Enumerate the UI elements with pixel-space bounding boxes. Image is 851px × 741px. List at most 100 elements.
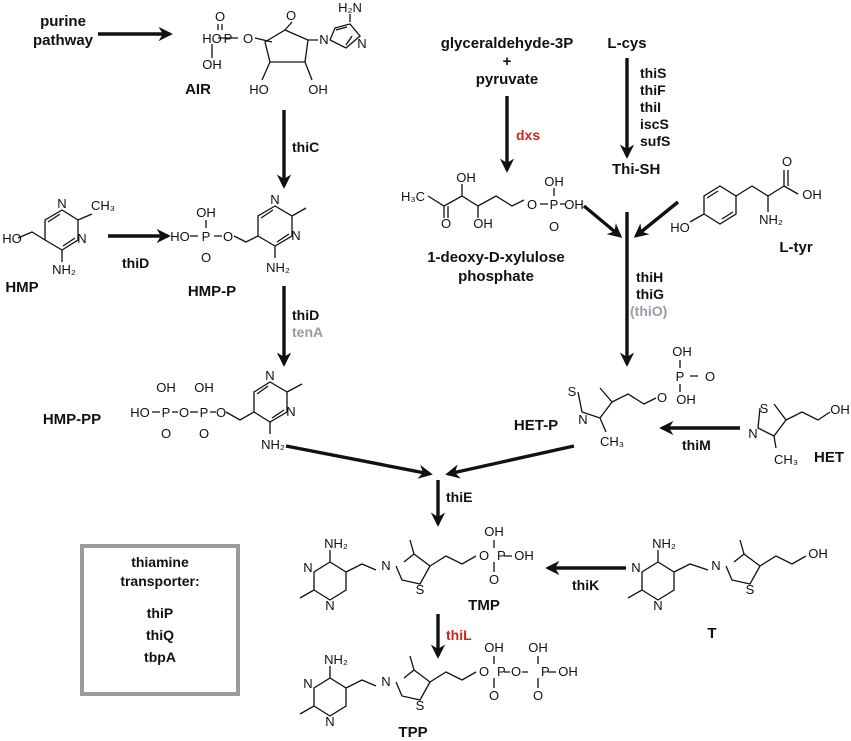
tpp-atom-n2: N [325, 714, 334, 729]
het-p-label: HET-P [514, 417, 558, 434]
tmp-atom-n2: N [325, 598, 334, 613]
hmpp-atom-ho: HO [170, 229, 190, 244]
enzyme-thif: thiF [640, 82, 666, 98]
hmppp-atom-ho: HO [130, 405, 150, 420]
enzyme-thim: thiM [682, 437, 711, 453]
dxp-atom-o2: O [549, 219, 559, 234]
air-atom-h2n: H₂N [338, 0, 362, 15]
air-atom-ho2: HO [249, 82, 269, 97]
hetp-atom-p: P [676, 369, 685, 384]
hmp-pp-label: HMP-PP [43, 411, 101, 428]
hmpp-atom-nh2: NH₂ [266, 260, 290, 275]
hetp-atom-o2: O [705, 369, 715, 384]
hmppp-atom-p2: P [200, 405, 209, 420]
tmp-structure: NH₂ N N N S O P OH OH O [299, 524, 534, 613]
tpp-atom-o2: O [511, 664, 521, 679]
enzyme-thih: thiH [636, 269, 663, 285]
hetp-atom-n: N [578, 412, 587, 427]
hmppp-atom-p1: P [162, 405, 171, 420]
het-label: HET [814, 449, 844, 466]
hmpp-atom-oh: OH [196, 205, 216, 220]
tmp-atom-o2: O [489, 572, 499, 587]
hmpp-atom-p: P [202, 229, 211, 244]
arrow-hmp-pp-to-thie [285, 444, 433, 479]
t-atom-n2: N [653, 598, 662, 613]
dxp-atom-oh2: OH [473, 216, 493, 231]
hmppp-atom-o1: O [179, 405, 189, 420]
enzyme-thig: thiG [636, 286, 664, 302]
air-atom-n2: N [357, 36, 366, 51]
enzyme-thii: thiI [640, 99, 661, 115]
hmp-atom-ch3: CH₃ [91, 198, 115, 213]
tmp-atom-nh2: NH₂ [324, 536, 348, 551]
tmp-atom-p: P [497, 548, 506, 563]
tpp-atom-nh2: NH₂ [324, 652, 348, 667]
het-atom-n: N [748, 426, 757, 441]
dxp-atom-oh4: OH [564, 197, 584, 212]
tpp-label: TPP [398, 724, 427, 741]
het-atom-ch3: CH₃ [774, 452, 798, 467]
hmp-atom-nh2: NH₂ [52, 262, 76, 277]
het-atom-oh: OH [830, 402, 850, 417]
tpp-atom-n-plus: N [381, 674, 390, 689]
enzyme-sufs: sufS [640, 133, 670, 149]
transporter-gene-thiq: thiQ [146, 627, 174, 643]
air-atom-p: P [224, 31, 233, 46]
air-atom-ho: HO [202, 31, 222, 46]
enzyme-tena: tenA [292, 324, 323, 340]
ltyr-structure: HO NH₂ O OH [670, 154, 822, 235]
transporter-gene-thip: thiP [147, 605, 173, 621]
hmp-structure: HO N N CH₃ NH₂ [2, 196, 115, 277]
air-atom-oh2: OH [308, 82, 328, 97]
enzyme-dxs: dxs [516, 127, 540, 143]
hetp-atom-ch3: CH₃ [600, 434, 624, 449]
g3p-label: glyceraldehyde-3P [441, 35, 574, 52]
hmpp-atom-n1: N [270, 192, 279, 207]
tmp-atom-o: O [479, 548, 489, 563]
tpp-atom-n1: N [303, 676, 312, 691]
hmp-atom-n1: N [57, 196, 66, 211]
lcys-label: L-cys [607, 35, 646, 52]
ltyr-atom-oh: OH [802, 187, 822, 202]
ltyr-atom-ho: HO [670, 220, 690, 235]
ltyr-atom-nh2: NH₂ [759, 212, 783, 227]
enzyme-thid-2: thiD [292, 307, 319, 323]
het-atom-s: S [760, 401, 769, 416]
t-atom-n1: N [631, 560, 640, 575]
hmppp-atom-nh2: NH₂ [261, 437, 285, 452]
transporter-box [80, 544, 240, 696]
air-atom-n1: N [319, 32, 328, 47]
hmpp-atom-o-bottom: O [201, 250, 211, 265]
enzyme-iscs: iscS [640, 116, 669, 132]
hmp-p-label: HMP-P [188, 283, 236, 300]
hmpp-atom-o: O [223, 229, 233, 244]
tpp-atom-s: S [416, 698, 425, 713]
dxp-atom-oh3: OH [544, 174, 564, 189]
tpp-atom-oh1: OH [484, 640, 504, 655]
purine-pathway-label-line1: purine [40, 13, 86, 30]
hmpp-atom-n2: N [291, 228, 300, 243]
t-atom-s: S [746, 582, 755, 597]
het-structure: S N CH₃ OH [748, 401, 849, 467]
hmppp-atom-o2: O [216, 405, 226, 420]
enzyme-thik: thiK [572, 577, 599, 593]
t-atom-nh2: NH₂ [652, 536, 676, 551]
tpp-atom-o1: O [479, 664, 489, 679]
dxp-atom-oh1: OH [456, 170, 476, 185]
hmppp-atom-oh2: OH [194, 380, 214, 395]
hetp-atom-o: O [657, 390, 667, 405]
hmppp-atom-n1: N [265, 368, 274, 383]
tpp-atom-p1: P [497, 664, 506, 679]
transporter-title-line2: transporter: [120, 573, 199, 589]
air-atom-o-ring: O [286, 8, 296, 23]
tmp-atom-s: S [416, 582, 425, 597]
hetp-atom-s: S [568, 384, 577, 399]
hmp-p-structure: HO P OH O O N N NH₂ [170, 192, 307, 275]
air-atom-o-top: O [215, 9, 225, 24]
dxp-structure: H₃C O OH OH O P OH O OH [401, 170, 584, 234]
enzyme-thic: thiC [292, 139, 319, 155]
tmp-atom-n1: N [303, 560, 312, 575]
ltyr-label: L-tyr [779, 239, 812, 256]
t-label: T [707, 625, 716, 642]
air-atom-o: O [243, 31, 253, 46]
